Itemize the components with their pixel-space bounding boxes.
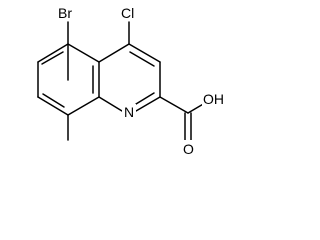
chemical-structure-diagram: Br Cl N OH O: [37, 4, 226, 157]
bond-c2-carboxyl: [159, 96, 189, 114]
pyridine-ring: [98, 43, 161, 112]
bond-c7-c8: [37, 96, 69, 116]
bond-c2-n1-inner: [135, 92, 155, 105]
bond-c4-c3-inner: [129, 51, 155, 67]
bond-c4a-c5-link: [67, 43, 100, 63]
bond-c5-c6: [37, 43, 69, 63]
bond-c4-c3: [128, 43, 161, 63]
substituent-bonds: [67, 21, 206, 141]
bond-c5-c6-inner: [41, 51, 64, 65]
benzene-ring: [37, 43, 100, 116]
bond-c4a-c4: [98, 43, 130, 63]
hydroxyl-label: OH: [203, 91, 224, 107]
carbonyl-oxygen-label: O: [183, 141, 194, 157]
bond-c2-n1: [135, 96, 161, 112]
bond-n1-c8a: [98, 96, 123, 112]
bond-c7-c8-inner: [42, 93, 65, 108]
atom-labels: Br Cl N OH O: [56, 4, 226, 157]
bromine-label: Br: [58, 5, 72, 21]
bond-c8-c8a: [67, 96, 100, 116]
chlorine-label: Cl: [121, 5, 134, 21]
nitrogen-label: N: [124, 104, 134, 120]
